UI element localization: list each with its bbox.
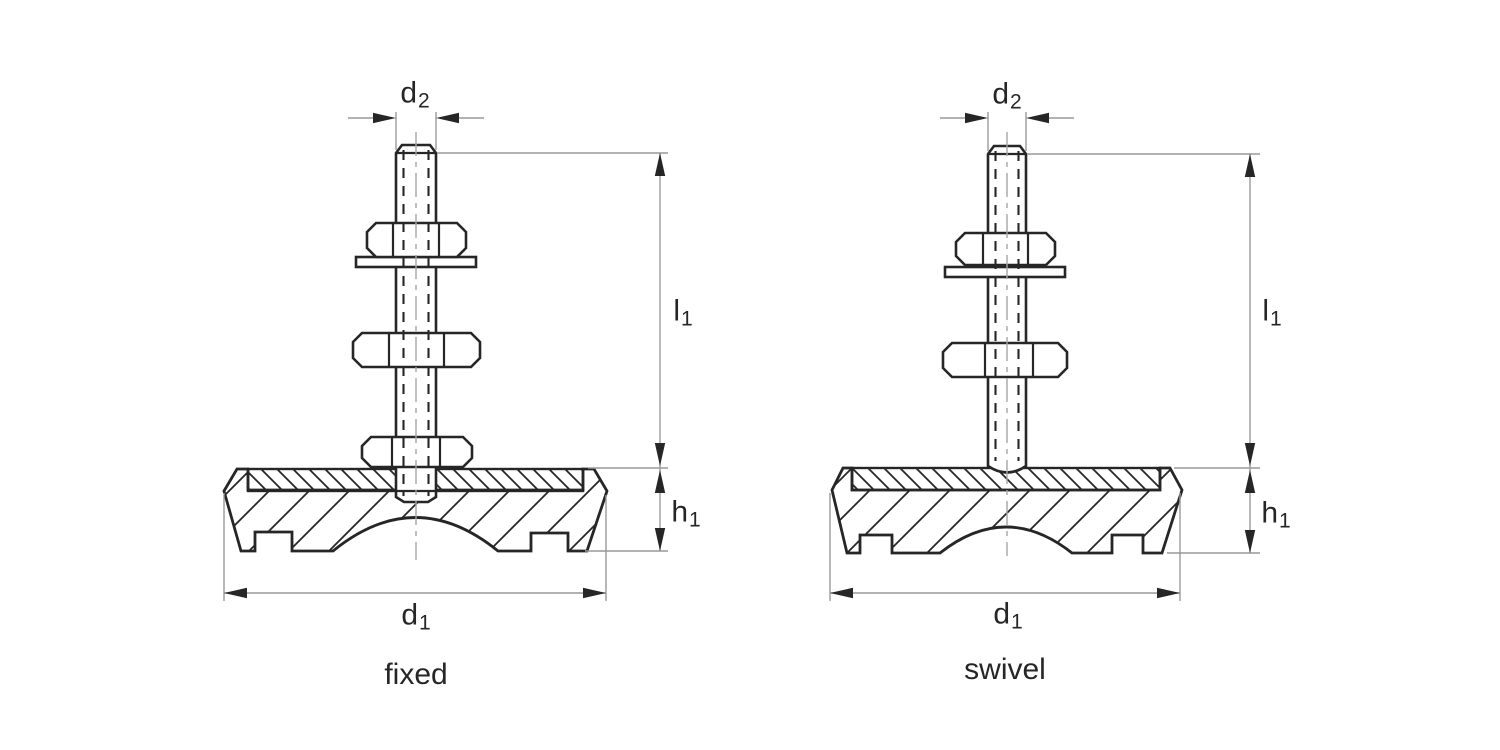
label-d2-swivel: d2 bbox=[992, 77, 1022, 114]
fixed-view bbox=[222, 112, 668, 601]
dim-d2 bbox=[348, 112, 484, 150]
hex-nut-lower bbox=[360, 435, 474, 469]
label-d1-swivel: d1 bbox=[993, 597, 1023, 634]
dim-d1 bbox=[223, 493, 607, 601]
hex-nut-upper bbox=[954, 231, 1057, 267]
label-l1-fixed: l1 bbox=[673, 294, 693, 331]
swivel-view bbox=[829, 112, 1260, 601]
hex-nut-middle bbox=[941, 341, 1069, 379]
caption-swivel: swivel bbox=[964, 653, 1046, 686]
label-d2-fixed: d2 bbox=[400, 76, 430, 113]
dim-d1 bbox=[829, 493, 1181, 601]
dim-d2 bbox=[940, 112, 1074, 151]
label-h1-swivel: h1 bbox=[1261, 496, 1291, 533]
label-d1-fixed: d1 bbox=[401, 598, 431, 635]
caption-fixed: fixed bbox=[384, 658, 448, 691]
label-l1-swivel: l1 bbox=[1262, 294, 1282, 331]
dim-l1 bbox=[1027, 153, 1260, 469]
dim-h1 bbox=[1167, 468, 1260, 554]
label-h1-fixed: h1 bbox=[671, 495, 701, 532]
dim-h1 bbox=[585, 468, 668, 552]
dim-l1 bbox=[437, 152, 668, 469]
washer bbox=[943, 265, 1067, 279]
